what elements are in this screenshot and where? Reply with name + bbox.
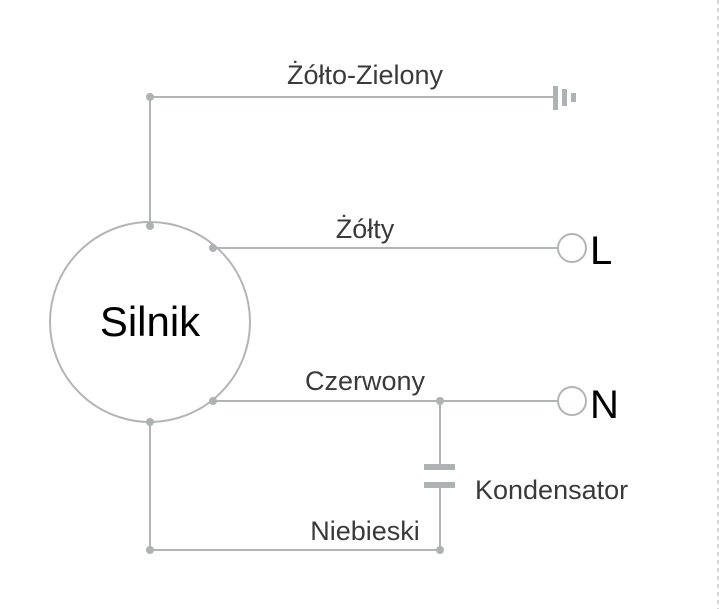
live-terminal-label: L	[590, 229, 612, 273]
neutral-wire-label: Czerwony	[305, 366, 426, 396]
neutral-terminal-label: N	[590, 383, 619, 427]
junction-dots	[146, 93, 444, 554]
ground-wire-label: Żółto-Zielony	[287, 59, 444, 90]
live-terminal	[557, 233, 587, 263]
live-wire-label: Żółty	[336, 213, 395, 244]
motor-label: Silnik	[100, 298, 201, 345]
capacitor-label: Kondensator	[475, 475, 628, 505]
blue-wire-label: Niebieski	[310, 516, 420, 546]
capacitor-icon	[424, 464, 455, 470]
ground-icon	[553, 86, 558, 110]
capacitor	[424, 401, 455, 550]
ground-wire	[149, 86, 576, 226]
neutral-terminal	[557, 386, 587, 416]
